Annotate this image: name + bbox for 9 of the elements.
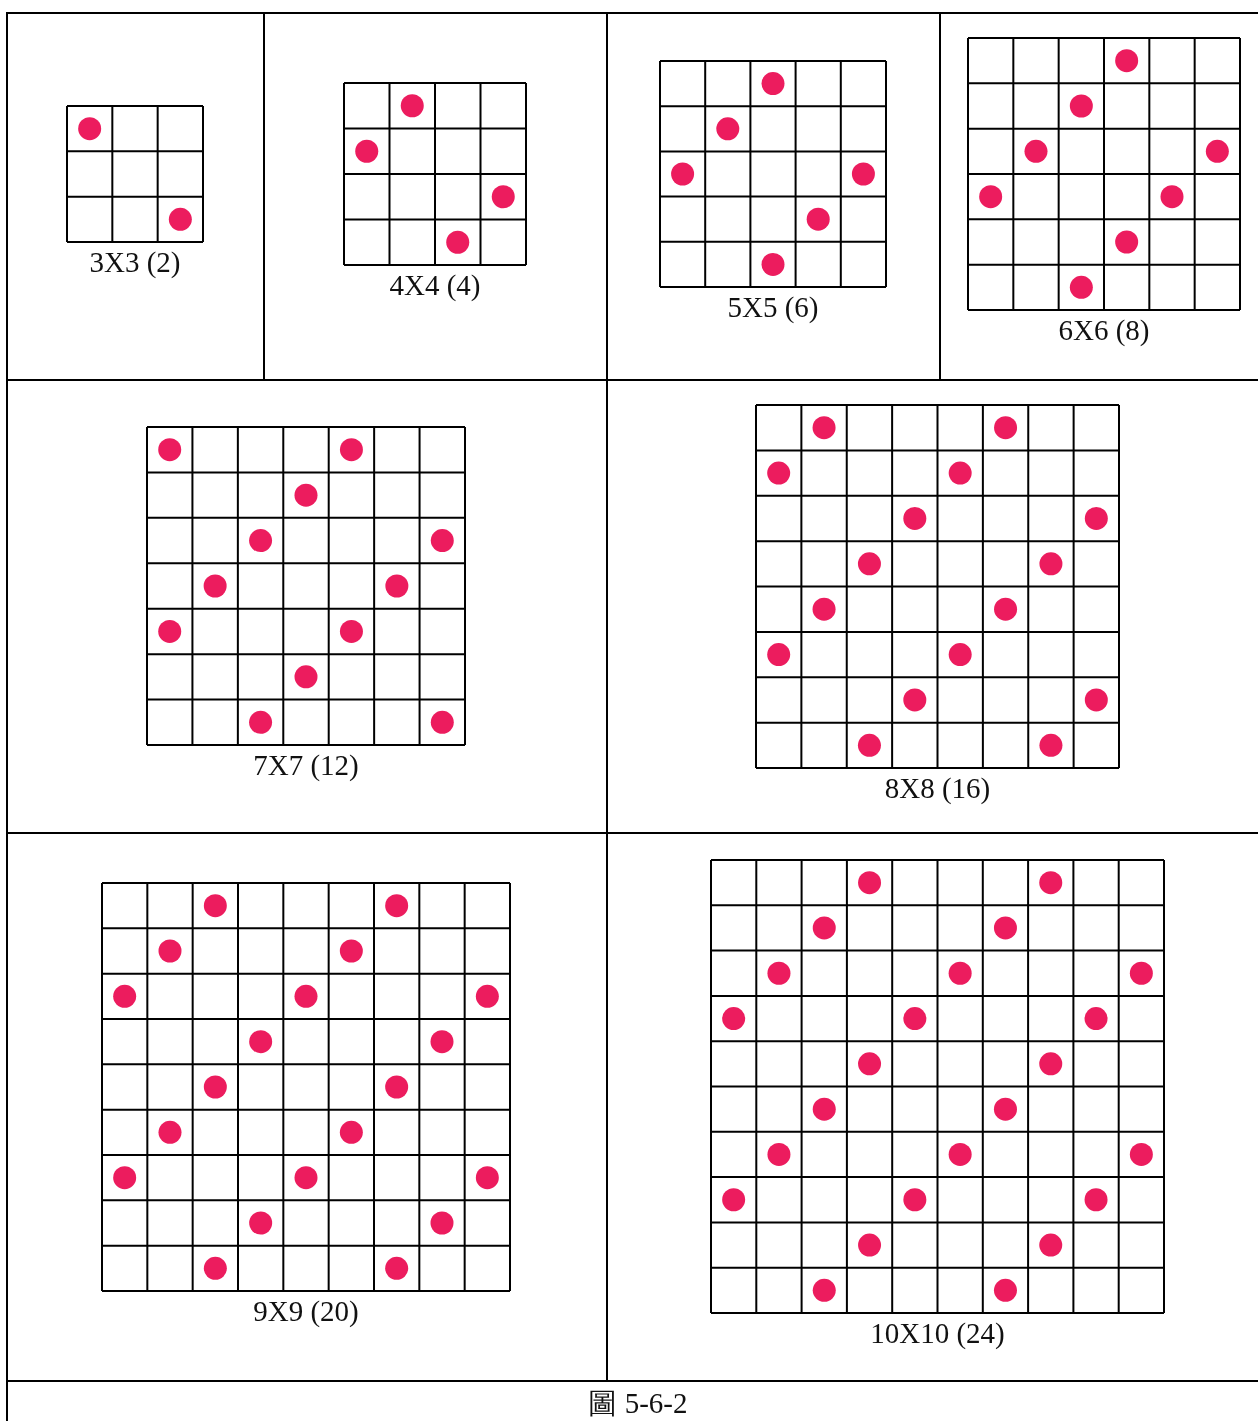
grid-caption: 6X6 (8) [1058, 314, 1150, 346]
grid-caption: 10X10 (24) [870, 1317, 1005, 1349]
grid-caption: 7X7 (12) [253, 749, 359, 781]
grid-caption: 9X9 (20) [253, 1295, 359, 1327]
grid-caption: 3X3 (2) [89, 246, 181, 278]
grid-caption: 8X8 (16) [884, 772, 991, 804]
grid-caption: 4X4 (4) [389, 269, 481, 301]
grid-caption: 5X5 (6) [727, 291, 819, 323]
figure-caption: 圖 5-6-2 [588, 1387, 688, 1419]
